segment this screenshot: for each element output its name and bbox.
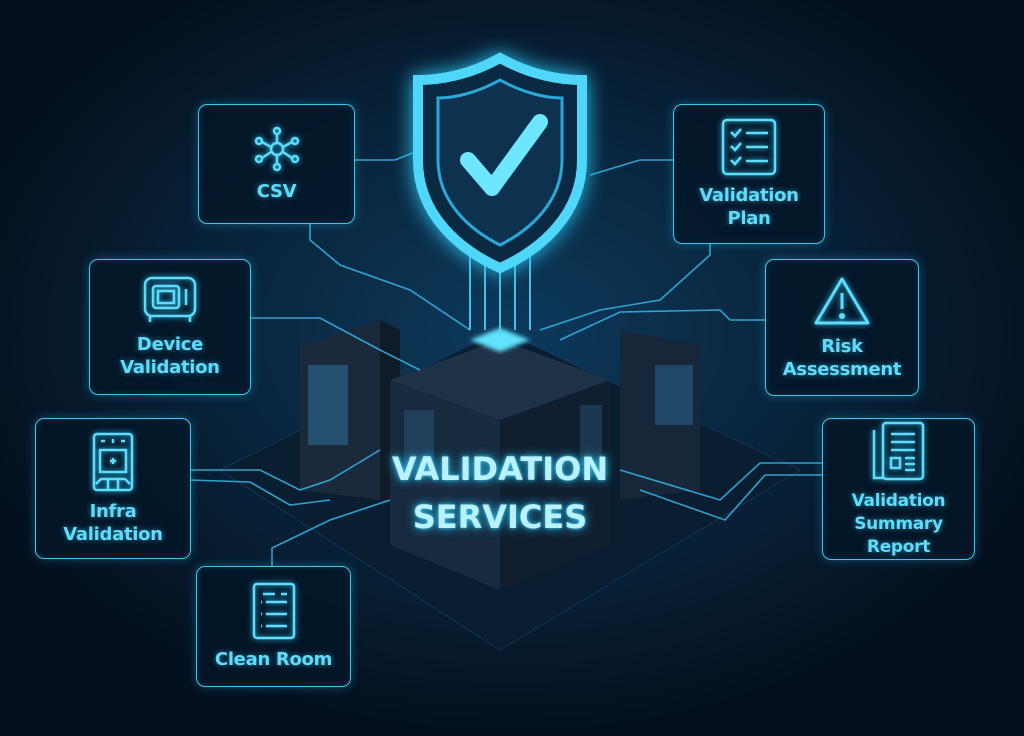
card-device-validation[interactable]: Device Validation: [89, 259, 251, 395]
title-line-1: VALIDATION: [391, 450, 609, 488]
card-csv[interactable]: CSV: [198, 104, 355, 224]
card-label: Validation Plan: [699, 185, 799, 229]
circuit-lines: [189, 149, 822, 566]
device-icon: [143, 276, 197, 322]
card-clean-room[interactable]: Clean Room: [196, 566, 351, 687]
title-line-2: SERVICES: [412, 498, 588, 536]
card-label: Device Validation: [120, 334, 220, 378]
card-infra-validation[interactable]: Infra Validation: [35, 418, 191, 559]
card-risk-assessment[interactable]: Risk Assessment: [765, 259, 919, 396]
warning-triangle-icon: [814, 277, 870, 324]
shield-check-icon: [413, 52, 587, 274]
checklist-icon: [721, 118, 777, 176]
card-label: Infra Validation: [63, 500, 163, 545]
card-label: Validation Summary Report: [851, 490, 946, 557]
card-label: CSV: [256, 180, 297, 202]
card-validation-plan[interactable]: Validation Plan: [673, 104, 825, 244]
card-label: Risk Assessment: [782, 335, 902, 380]
card-validation-summary-report[interactable]: Validation Summary Report: [822, 418, 975, 560]
main-title: VALIDATION SERVICES: [380, 445, 620, 541]
document-list-icon: [252, 582, 295, 640]
card-label: Clean Room: [214, 649, 333, 670]
network-nodes-icon: [254, 126, 299, 171]
control-panel-icon: [92, 432, 134, 491]
report-document-icon: [872, 421, 924, 480]
building-cluster: [300, 320, 700, 590]
